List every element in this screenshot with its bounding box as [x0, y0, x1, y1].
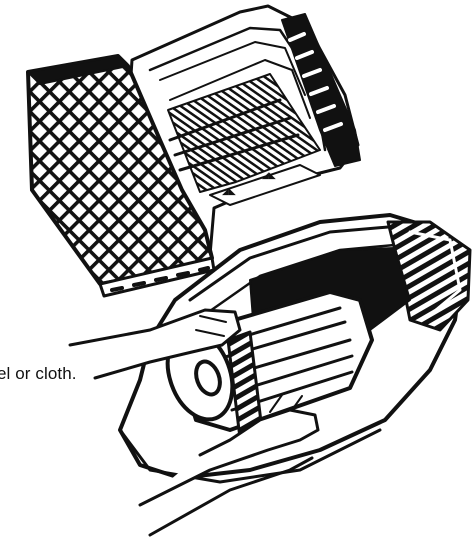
- svg-text:◢◣: ◢◣: [222, 187, 236, 197]
- caption-text: el or cloth.: [0, 364, 77, 384]
- svg-text:◢◣: ◢◣: [262, 171, 276, 181]
